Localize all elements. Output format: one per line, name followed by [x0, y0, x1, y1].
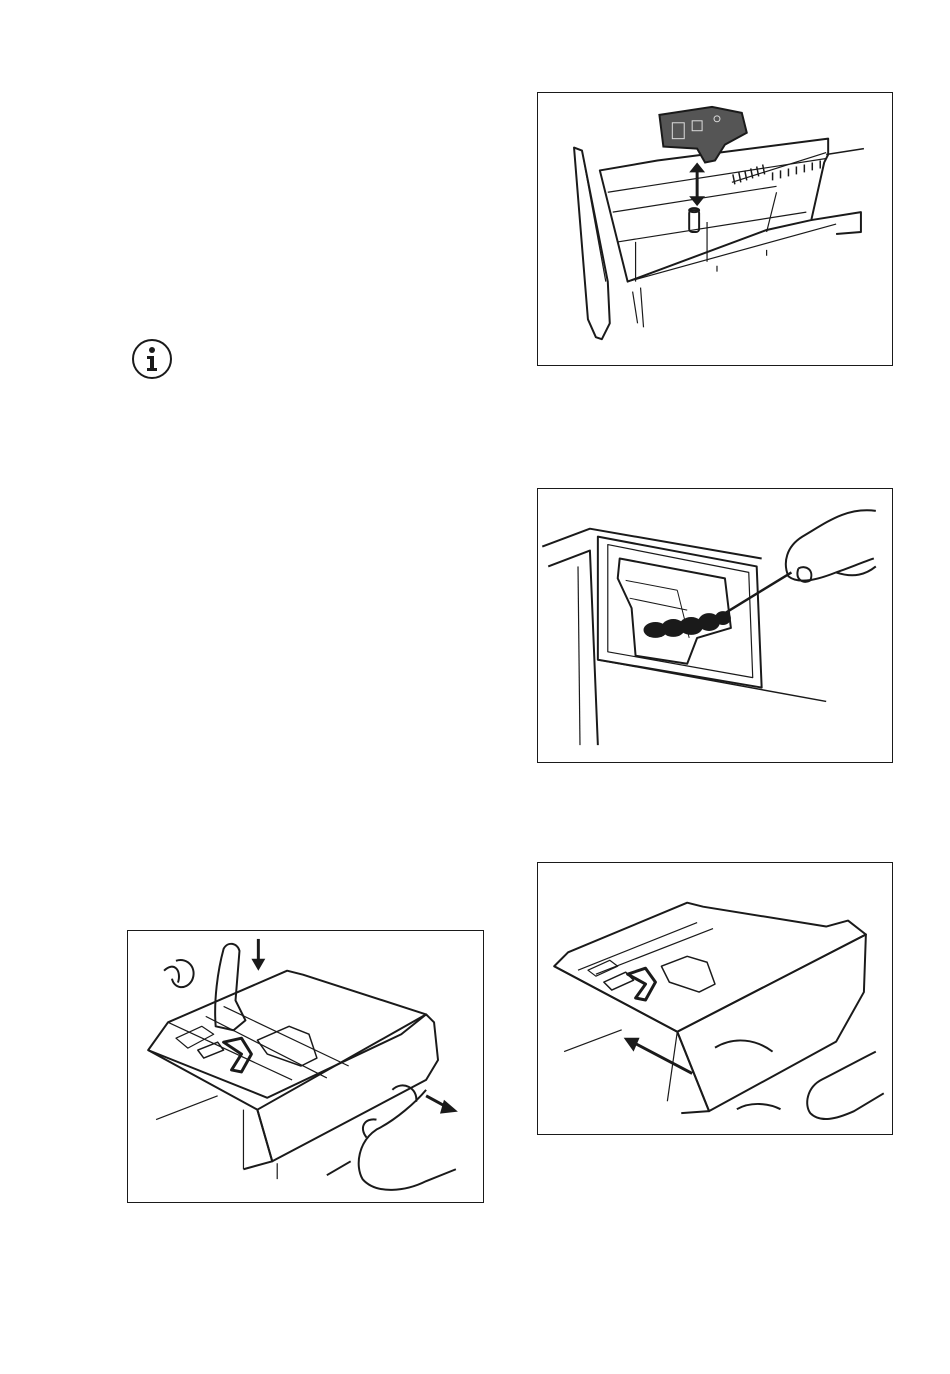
drawer-recess-brush-icon: [538, 489, 892, 762]
detergent-drawer-siphon-icon: [538, 93, 892, 365]
drawer-insert-icon: [538, 863, 892, 1134]
illustration-press-release-pull-drawer: [127, 930, 484, 1203]
info-circle-icon: [131, 338, 173, 380]
illustration-brush-drawer-recess: [537, 488, 893, 763]
illustration-remove-siphon-cap: [537, 92, 893, 366]
drawer-release-icon: [128, 931, 483, 1202]
illustration-insert-drawer: [537, 862, 893, 1135]
